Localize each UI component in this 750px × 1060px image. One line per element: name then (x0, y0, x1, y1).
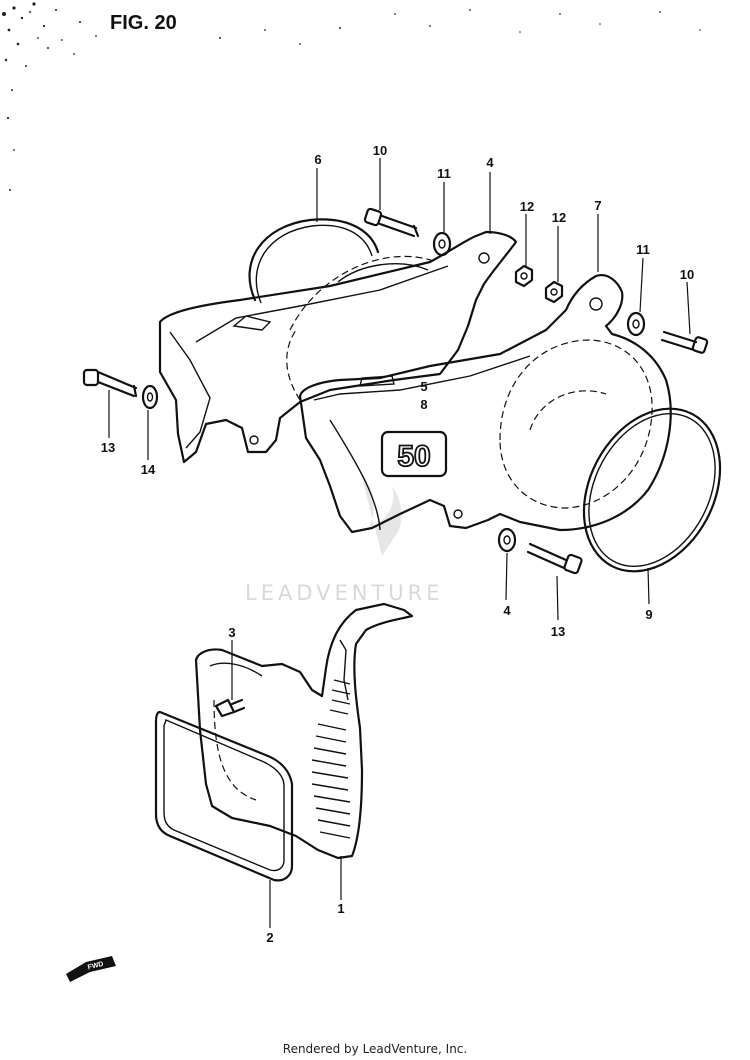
callout-11-top: 11 (437, 166, 451, 181)
callout-4-top: 4 (486, 155, 494, 170)
callout-6: 6 (314, 152, 321, 167)
callout-2: 2 (266, 930, 273, 945)
side-cover-1 (194, 602, 414, 860)
callout-12-a: 12 (520, 199, 534, 214)
inner-cover-4 (158, 230, 518, 464)
figure-title: FIG. 20 (110, 12, 177, 34)
callout-3: 3 (228, 625, 235, 640)
gasket-2 (154, 710, 294, 882)
footer-credit: Rendered by LeadVenture, Inc. (283, 1042, 467, 1056)
badge-plate (380, 430, 448, 478)
bolt-10-top (363, 207, 420, 238)
o-ring-9 (582, 407, 722, 573)
callout-10-right: 10 (680, 267, 694, 282)
washer-11-top (432, 231, 452, 257)
callout-5: 5 (420, 379, 427, 394)
scan-noise (2, 2, 701, 191)
louver-slots (311, 679, 351, 839)
watermark: LEADVENTURE (245, 470, 444, 605)
callout-13-left: 13 (101, 440, 115, 455)
nut-12-a (514, 264, 534, 288)
callout-11-right: 11 (636, 242, 650, 257)
nut-12-b (544, 280, 564, 304)
washer-14 (141, 384, 159, 410)
outer-cover-7: 50 (298, 274, 672, 534)
callout-10-top: 10 (373, 143, 387, 158)
washer-4-lower (497, 527, 517, 553)
callout-13-lower: 13 (551, 624, 565, 639)
callout-8: 8 (420, 397, 427, 412)
bolt-13-left (82, 368, 138, 398)
badge-text: 50 (397, 440, 430, 473)
screw-3 (214, 698, 246, 718)
bolt-13-lower (526, 542, 583, 575)
callout-1: 1 (337, 901, 344, 916)
callout-9: 9 (645, 607, 652, 622)
washer-11-right (626, 311, 646, 337)
watermark-text: LEADVENTURE (245, 581, 444, 605)
callout-7: 7 (594, 198, 601, 213)
leader-lines (108, 158, 691, 928)
callout-14: 14 (141, 462, 156, 477)
forward-arrow-icon: FWD (66, 956, 116, 982)
callout-4-lower: 4 (503, 603, 511, 618)
bolt-10-right (660, 330, 709, 354)
o-ring-6 (248, 218, 380, 304)
callout-12-b: 12 (552, 210, 566, 225)
callouts: 6 10 11 4 12 12 7 11 10 5 8 13 14 4 13 9… (101, 143, 694, 945)
forward-arrow-label: FWD (87, 961, 104, 972)
